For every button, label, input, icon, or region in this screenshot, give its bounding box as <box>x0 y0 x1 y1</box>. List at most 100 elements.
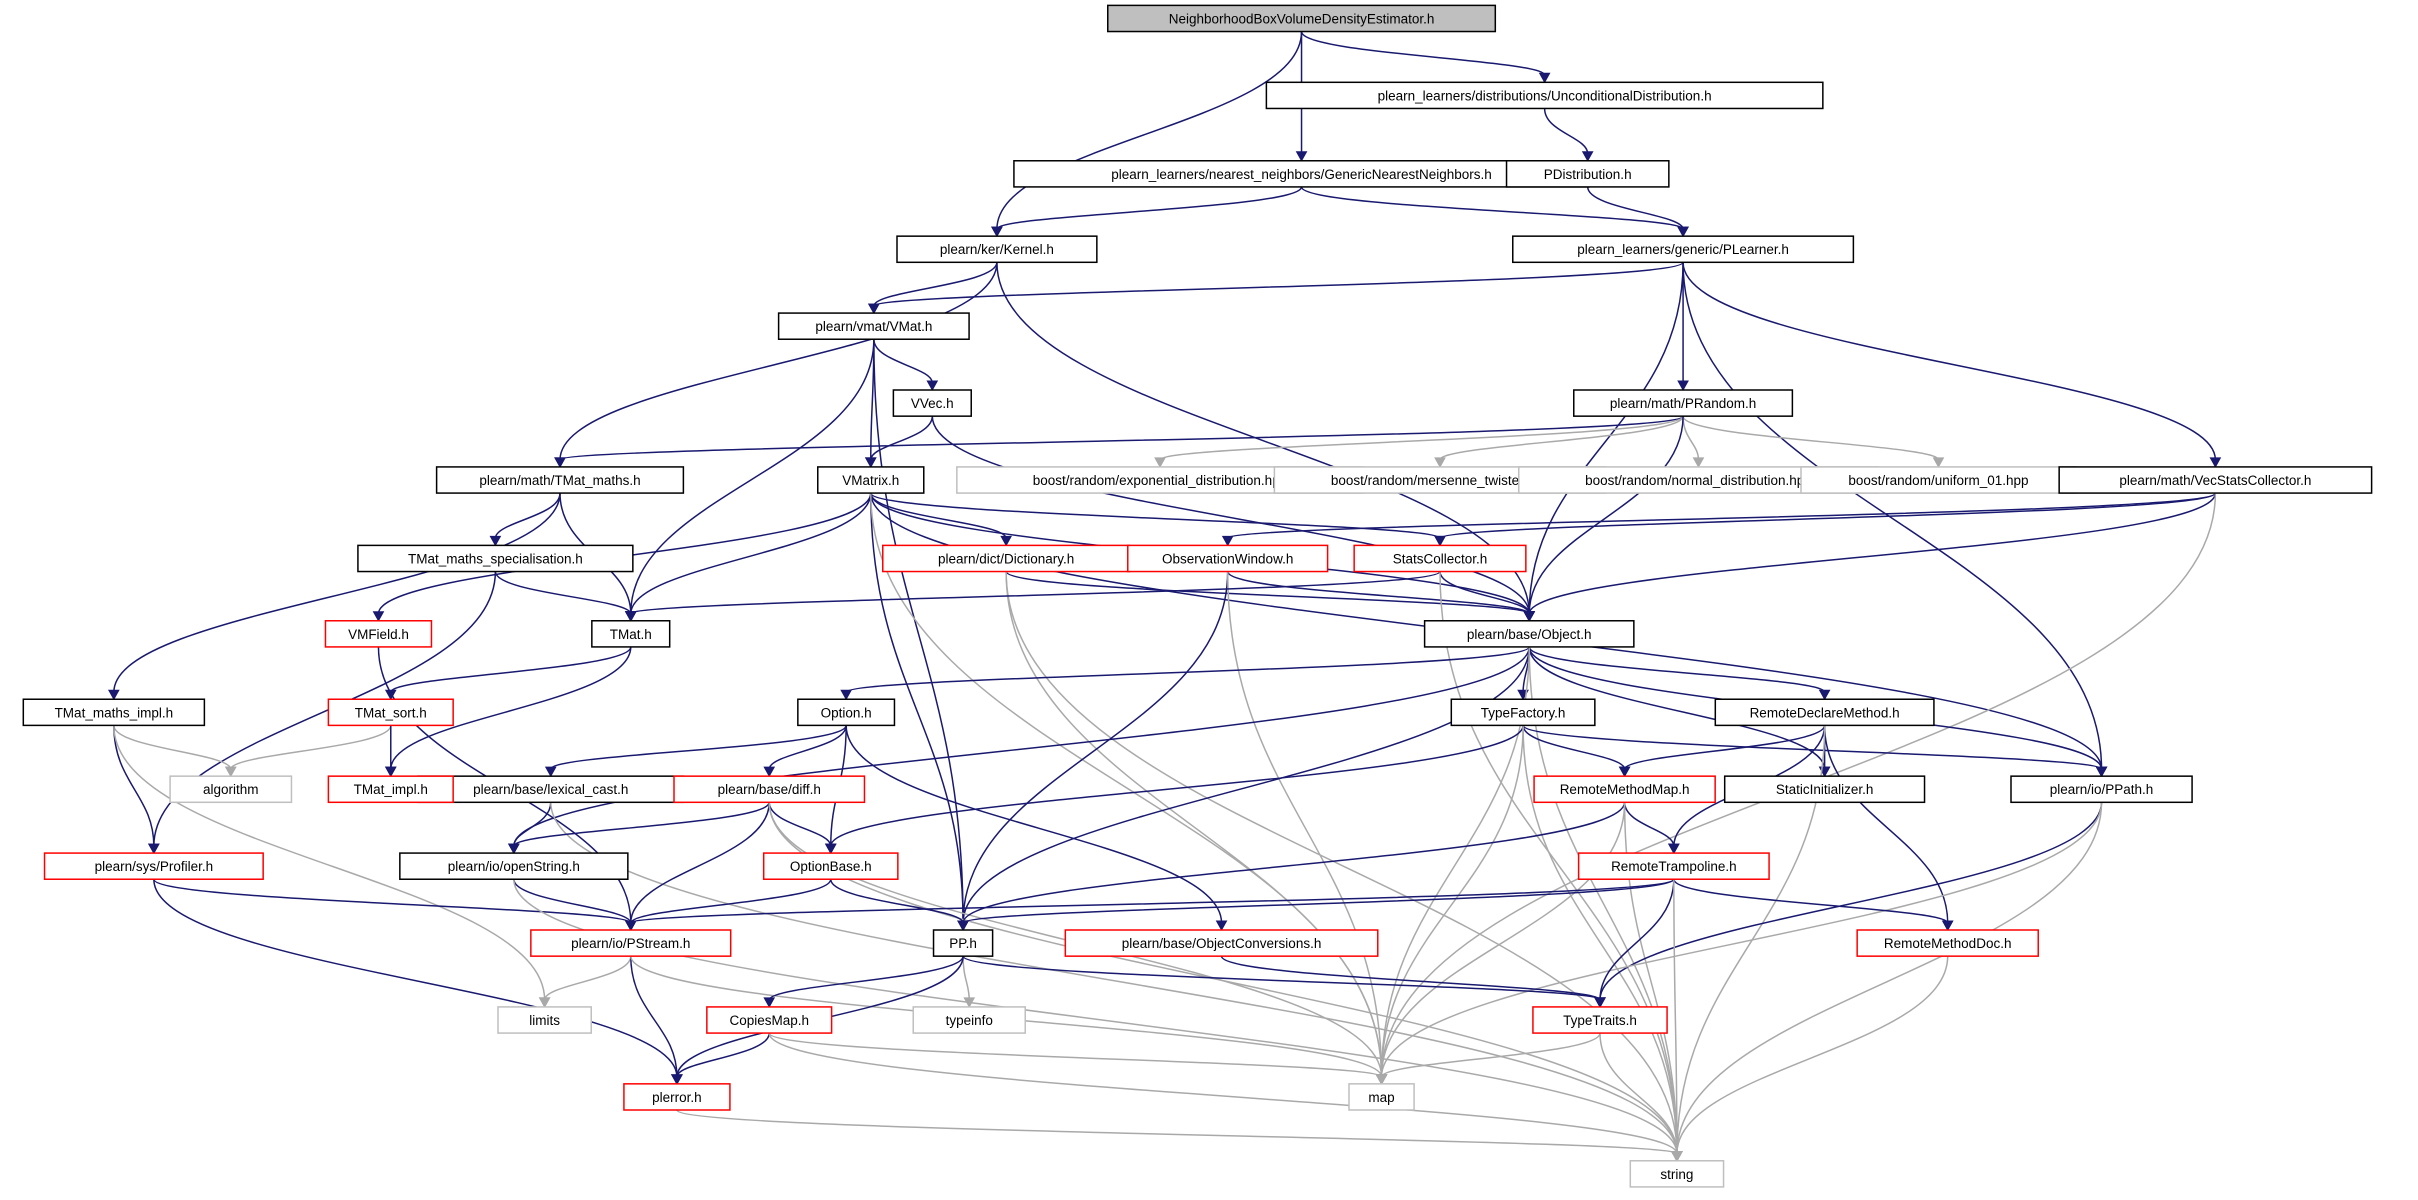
node-label: plearn_learners/nearest_neighbors/Generi… <box>1111 167 1491 182</box>
node-object[interactable]: plearn/base/Object.h <box>1423 620 1635 648</box>
arrowhead-tmatmaths-to-tmatspec <box>489 535 502 547</box>
edge-pstream-to-limits <box>543 955 632 1001</box>
node-option[interactable]: Option.h <box>797 698 896 727</box>
arrowhead-pp-to-copiesmap <box>763 997 776 1008</box>
node-box <box>530 929 732 957</box>
edge-typetraits-to-map <box>1380 1032 1601 1078</box>
node-label: plearn/io/PPath.h <box>2050 782 2154 797</box>
node-typefactory[interactable]: TypeFactory.h <box>1450 698 1596 727</box>
node-tmatimpl[interactable]: TMat_maths_impl.h <box>22 698 206 727</box>
node-box <box>912 1006 1026 1034</box>
node-limits[interactable]: limits <box>497 1006 592 1034</box>
node-label: OptionBase.h <box>790 859 872 874</box>
edge-rtramp-to-typetraits <box>1599 879 1675 1000</box>
node-label: plearn/sys/Profiler.h <box>95 859 214 874</box>
node-buni[interactable]: boost/random/uniform_01.hpp <box>1800 466 2077 494</box>
node-label: plearn/math/VecStatsCollector.h <box>2119 473 2311 488</box>
edge-typefactory-to-string <box>1522 725 1678 1154</box>
edge-tmatsort-to-algorithm <box>230 725 392 770</box>
node-vmatrix[interactable]: VMatrix.h <box>817 466 925 494</box>
node-obswin[interactable]: ObservationWindow.h <box>1127 544 1329 573</box>
arrowhead-tmat-to-tmatsort <box>384 689 397 701</box>
edge-dict-to-string <box>1005 571 1678 1154</box>
node-tmatspec[interactable]: TMat_maths_specialisation.h <box>357 544 634 573</box>
node-box <box>1107 4 1497 33</box>
node-perror[interactable]: plerror.h <box>623 1083 731 1111</box>
node-ppath[interactable]: plearn/io/PPath.h <box>2010 775 2193 804</box>
edge-rmm-to-map <box>1380 802 1626 1077</box>
edge-optionbase-to-pp <box>830 879 964 924</box>
edge-prandom-to-bexp <box>1159 415 1684 461</box>
node-rmdoc[interactable]: RemoteMethodDoc.h <box>1856 929 2039 957</box>
arrowhead-objconv-to-typetraits <box>1594 997 1606 1008</box>
node-vmfield[interactable]: VMField.h <box>324 620 433 648</box>
node-uncond[interactable]: plearn_learners/distributions/Unconditio… <box>1265 81 1824 110</box>
node-diff[interactable]: plearn/base/diff.h <box>673 775 866 804</box>
node-label: TypeFactory.h <box>1481 705 1566 720</box>
node-box <box>1800 466 2077 494</box>
node-map[interactable]: map <box>1348 1083 1415 1111</box>
edge-tmat-to-tmatsort <box>390 646 632 693</box>
edge-vecstats-to-object <box>1528 492 2217 614</box>
node-copiesmap[interactable]: CopiesMap.h <box>706 1006 833 1034</box>
edge-vmat-to-vvec <box>873 339 934 384</box>
edge-plearner-to-ppath <box>1682 262 2103 770</box>
arrowhead-vmat-to-vvec <box>926 380 939 392</box>
arrowhead-pp-to-typeinfo <box>963 997 976 1008</box>
edge-ppath-to-map <box>1380 802 2103 1077</box>
arrowhead-prandom-to-bmt <box>1434 457 1446 468</box>
node-tmatmaths[interactable]: plearn/math/TMat_maths.h <box>435 466 685 494</box>
node-algorithm[interactable]: algorithm <box>169 775 293 804</box>
node-typetraits[interactable]: TypeTraits.h <box>1532 1006 1668 1034</box>
node-prandom[interactable]: plearn/math/PRandom.h <box>1573 389 1794 417</box>
node-lexcast[interactable]: plearn/base/lexical_cast.h <box>417 775 685 804</box>
node-vvec[interactable]: VVec.h <box>892 389 972 417</box>
node-rdm[interactable]: RemoteDeclareMethod.h <box>1714 698 1935 727</box>
node-staticinit[interactable]: StaticInitializer.h <box>1723 775 1926 804</box>
node-gnn[interactable]: plearn_learners/nearest_neighbors/Generi… <box>1013 160 1590 188</box>
arrowhead-perror-to-string <box>1671 1151 1683 1162</box>
arrowhead-gnn-to-kernel <box>991 226 1003 238</box>
node-openstring[interactable]: plearn/io/openString.h <box>399 852 629 880</box>
node-box <box>497 1006 592 1034</box>
edge-perror-to-string <box>676 1109 1678 1155</box>
node-rmm[interactable]: RemoteMethodMap.h <box>1533 775 1716 804</box>
arrowhead-vecstats-to-obswin <box>1221 535 1234 547</box>
node-plearner[interactable]: plearn_learners/generic/PLearner.h <box>1512 235 1855 264</box>
node-tmatsort[interactable]: TMat_sort.h <box>327 698 454 727</box>
node-label: StatsCollector.h <box>1393 551 1488 566</box>
node-rtramp[interactable]: RemoteTrampoline.h <box>1577 852 1770 880</box>
node-profiler[interactable]: plearn/sys/Profiler.h <box>43 852 264 880</box>
node-vmat[interactable]: plearn/vmat/VMat.h <box>777 312 970 340</box>
node-root[interactable]: NeighborhoodBoxVolumeDensityEstimator.h <box>1107 4 1497 33</box>
node-pp[interactable]: PP.h <box>932 929 994 957</box>
node-label: CopiesMap.h <box>729 1013 809 1028</box>
node-dict[interactable]: plearn/dict/Dictionary.h <box>882 544 1131 573</box>
node-optionbase[interactable]: OptionBase.h <box>762 852 899 880</box>
arrowhead-statscol-to-tmat <box>624 611 637 622</box>
node-box <box>896 235 1098 264</box>
node-label: plearn/math/TMat_maths.h <box>479 473 640 488</box>
node-label: limits <box>529 1013 560 1028</box>
node-tmatimplh[interactable]: TMat_impl.h <box>327 775 454 804</box>
edge-optionbase-to-pstream <box>630 878 832 924</box>
node-statscol[interactable]: StatsCollector.h <box>1353 544 1527 573</box>
edge-vmat-to-pp <box>873 339 964 924</box>
edges-layer <box>107 31 2222 1162</box>
node-kernel[interactable]: plearn/ker/Kernel.h <box>896 235 1098 264</box>
node-box <box>797 698 896 727</box>
node-pstream[interactable]: plearn/io/PStream.h <box>530 929 732 957</box>
node-objconv[interactable]: plearn/base/ObjectConversions.h <box>1064 929 1379 957</box>
arrowhead-tmatsort-to-algorithm <box>224 766 237 778</box>
node-typeinfo[interactable]: typeinfo <box>912 1006 1026 1034</box>
node-vecstats[interactable]: plearn/math/VecStatsCollector.h <box>2058 466 2373 494</box>
node-string[interactable]: string <box>1629 1160 1725 1188</box>
arrowhead-typefactory-to-ppath <box>2095 766 2108 778</box>
node-label: RemoteDeclareMethod.h <box>1750 705 1900 720</box>
node-tmat[interactable]: TMat.h <box>591 620 671 648</box>
node-label: NeighborhoodBoxVolumeDensityEstimator.h <box>1169 11 1435 26</box>
arrowhead-vecstats-to-statscol <box>1434 535 1446 547</box>
edge-gnn-to-plearner <box>1300 186 1684 230</box>
node-pdist[interactable]: PDistribution.h <box>1505 160 1670 188</box>
